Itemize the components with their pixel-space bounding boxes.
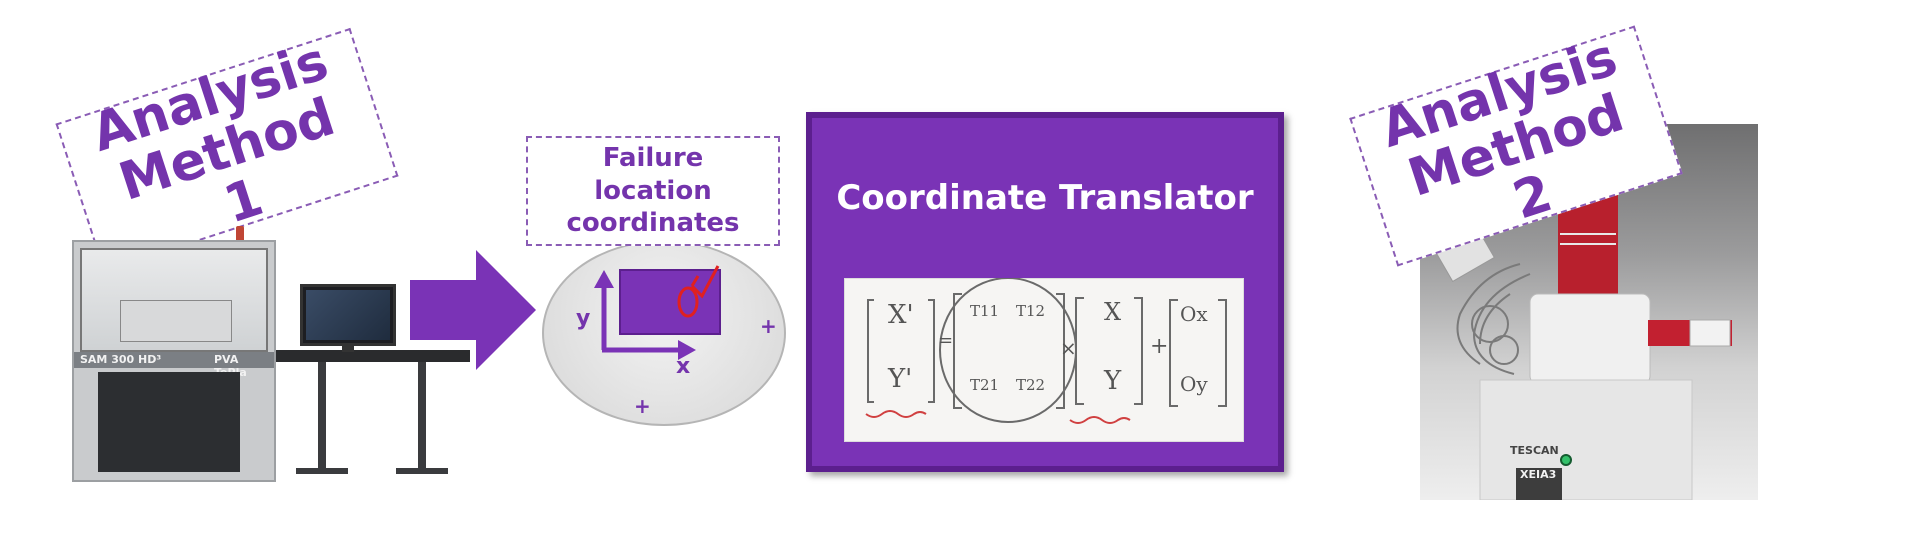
flow-arrow-icon bbox=[410, 250, 536, 370]
eq-lhs-top: X' bbox=[888, 300, 914, 330]
equation-whiteboard bbox=[844, 278, 1244, 442]
die-rectangle bbox=[619, 269, 721, 335]
eq-t12: T12 bbox=[1016, 302, 1046, 320]
eq-t11: T11 bbox=[970, 302, 1000, 320]
eq-t21: T21 bbox=[970, 376, 1000, 394]
eq-plus: + bbox=[1150, 334, 1169, 359]
axis-label-x: x bbox=[676, 354, 691, 379]
sam-door bbox=[98, 372, 240, 472]
check-arrow-icon bbox=[690, 265, 720, 299]
failure-line1: Failure bbox=[602, 143, 704, 174]
wafer-diagram bbox=[594, 265, 721, 360]
sam-scanner-stage bbox=[120, 300, 232, 342]
failure-line3: coordinates bbox=[566, 208, 740, 239]
axis-label-y: y bbox=[576, 306, 591, 331]
equation-sketch bbox=[865, 278, 1227, 424]
eq-off-bottom: Oy bbox=[1180, 372, 1208, 396]
failure-location-label: Failure location coordinates bbox=[526, 136, 780, 246]
warning-light bbox=[236, 226, 244, 242]
tescan-model: XEIA3 bbox=[1520, 468, 1557, 481]
eq-vec-bottom: Y bbox=[1104, 366, 1122, 396]
wafer-mark-plus: + bbox=[760, 314, 777, 338]
wafer-mark-plus: + bbox=[634, 394, 651, 418]
desk-foot bbox=[396, 468, 448, 474]
monitor-screen bbox=[306, 290, 390, 340]
eq-vec-top: X bbox=[1104, 298, 1122, 326]
desk-leg bbox=[318, 362, 326, 472]
desk-top bbox=[276, 350, 470, 362]
failure-line2: location bbox=[594, 175, 712, 206]
sam-model-label: SAM 300 HD³ bbox=[80, 353, 162, 366]
tescan-brand: TESCAN bbox=[1510, 444, 1559, 457]
eq-off-top: Ox bbox=[1180, 302, 1208, 326]
desk-foot bbox=[296, 468, 348, 474]
desk-leg bbox=[418, 362, 426, 472]
sam-label-strip: SAM 300 HD³ PVA TePla bbox=[74, 352, 274, 379]
axis-arrows-icon bbox=[594, 270, 696, 360]
eq-t22: T22 bbox=[1016, 376, 1046, 394]
failure-mark bbox=[677, 286, 699, 318]
analysis-method-1-label: Analysis Method 1 bbox=[55, 27, 399, 273]
eq-lhs-bottom: Y' bbox=[888, 364, 913, 394]
eq-equals: = bbox=[938, 330, 954, 351]
translator-title: Coordinate Translator bbox=[836, 178, 1254, 218]
monitor-stand bbox=[342, 346, 354, 352]
eq-times: × bbox=[1060, 336, 1077, 360]
